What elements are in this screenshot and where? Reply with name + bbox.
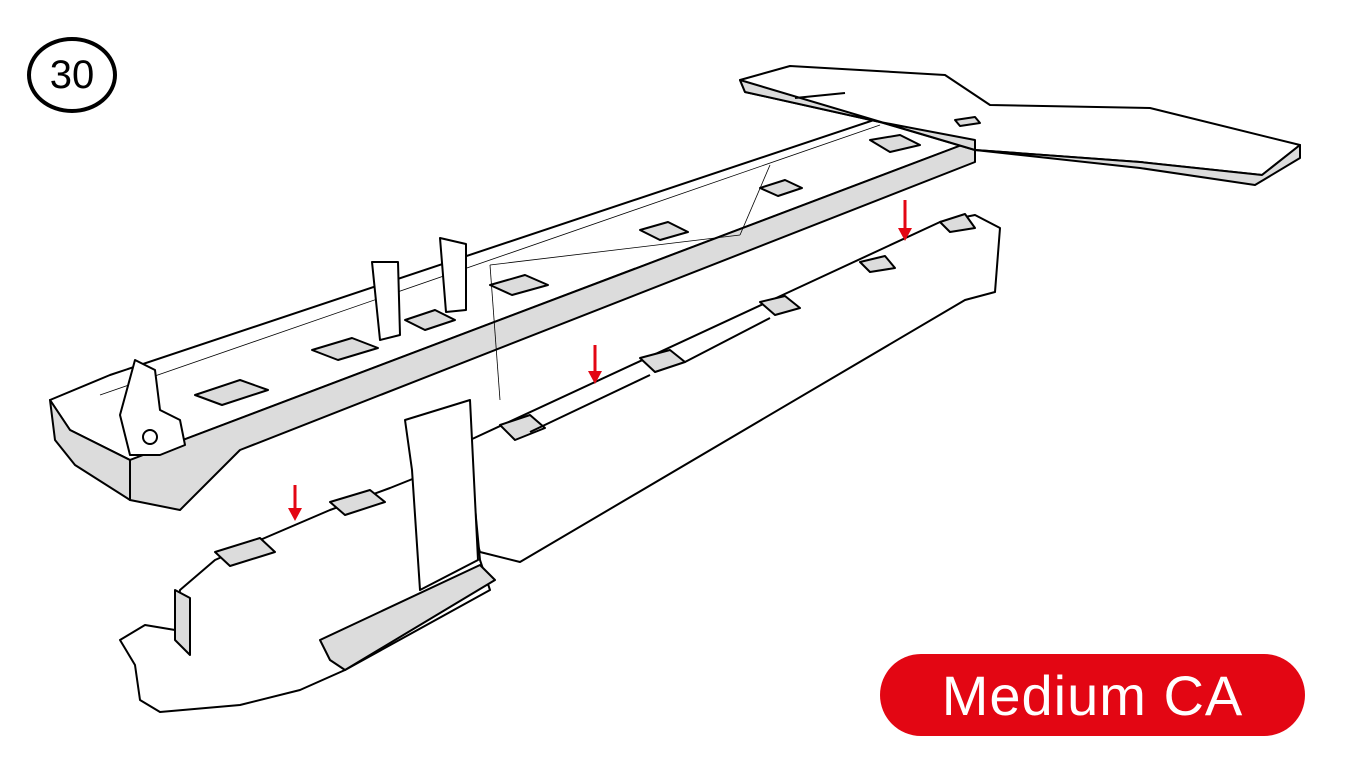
right-fuselage-side-panel: [469, 213, 1001, 563]
down-arrow-icon: [898, 200, 912, 241]
horizontal-stabilizer: [739, 65, 1301, 186]
glue-type-badge: Medium CA: [880, 654, 1305, 736]
down-arrow-icon: [288, 485, 302, 521]
vertical-former: [404, 399, 479, 591]
fuselage-top-board: [49, 117, 976, 511]
step-number: 30: [27, 37, 117, 113]
down-arrow-icon: [588, 345, 602, 384]
